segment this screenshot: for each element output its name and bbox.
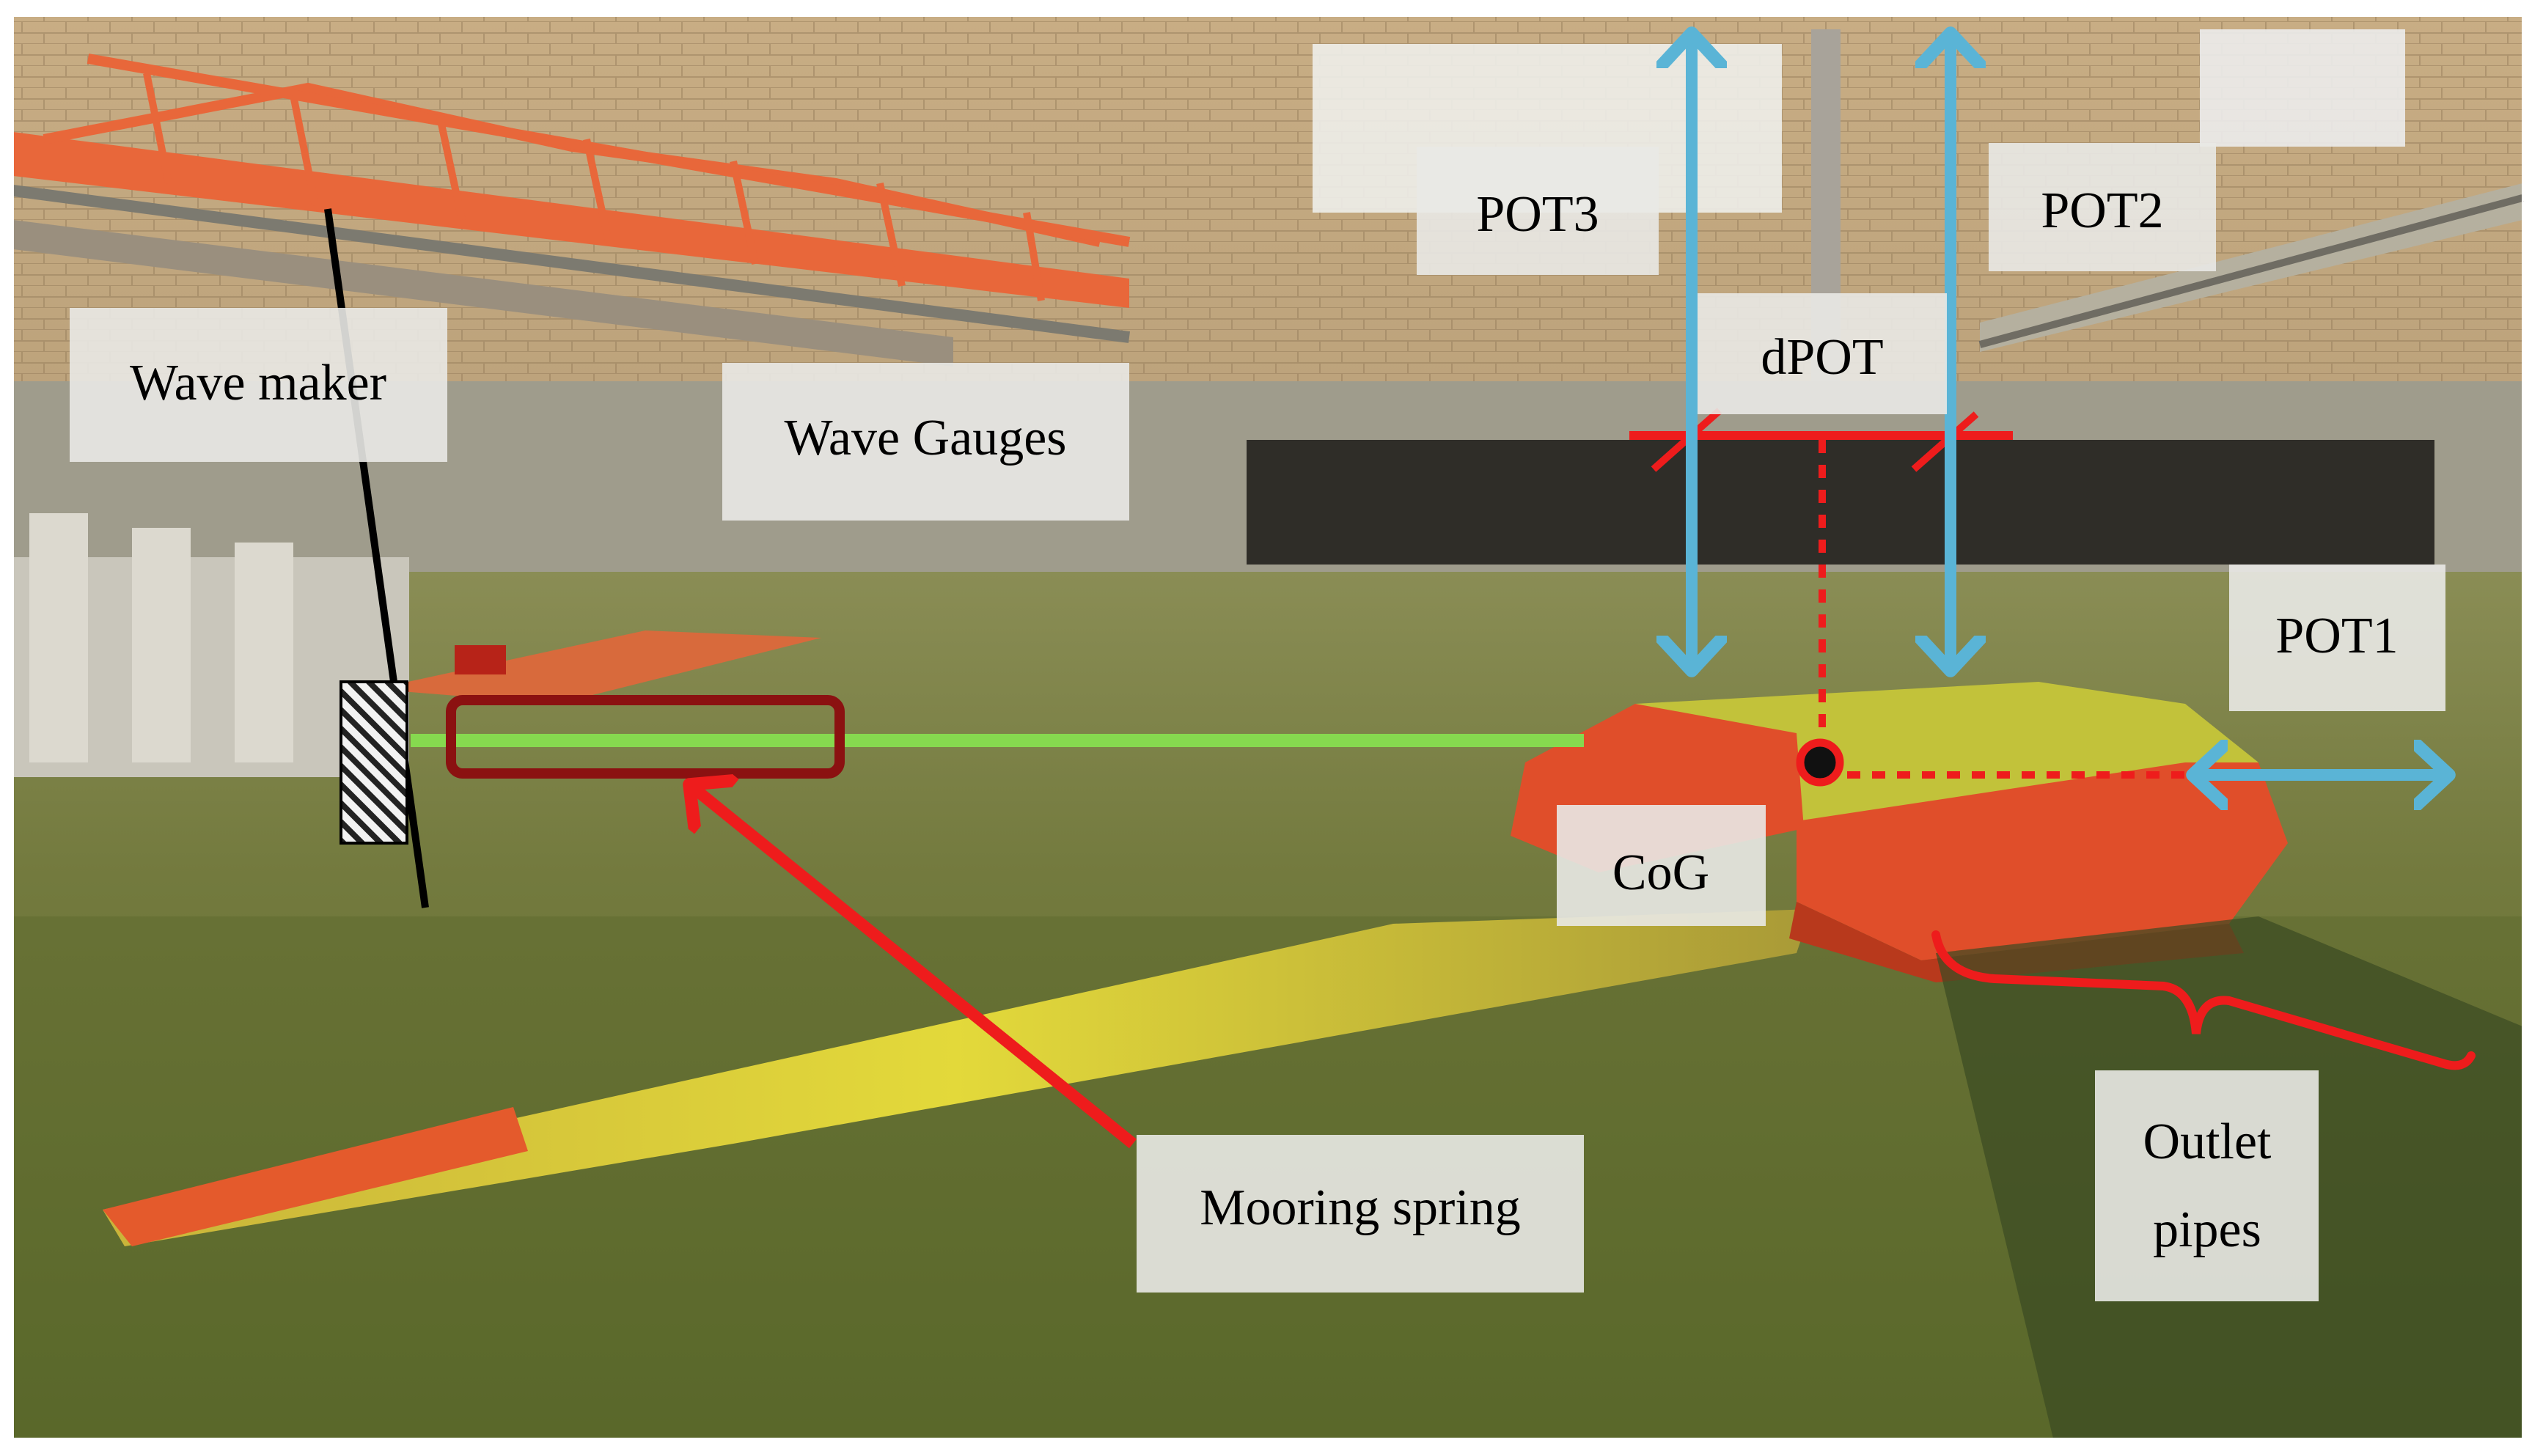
label-pot1: POT1 [2229,565,2445,711]
cog-text: CoG [1612,845,1709,901]
wave-paddle-hatch [340,680,408,845]
label-pot3: POT3 [1417,147,1659,275]
label-dpot: dPOT [1698,293,1947,414]
label-cog: CoG [1557,805,1766,926]
tank-opening [1247,440,2434,565]
mooring-spring-arrow [689,784,1137,1149]
outlet-pipes-brace [1931,930,2476,1070]
gauge-platform [374,630,821,704]
overhead-bridge [12,54,1131,367]
wave-gauges-text: Wave Gauges [784,410,1066,466]
mooring-spring-box [446,695,845,779]
label-outlet-pipes: Outlet pipes [2095,1070,2319,1301]
dpot-text: dPOT [1761,329,1883,386]
photo-frame [12,15,2523,1439]
label-wave-maker: Wave maker [70,308,447,462]
label-pot2: POT2 [1989,143,2216,271]
ramp [103,909,1811,1246]
wave-maker-text: Wave maker [130,355,386,411]
pot3-text: POT3 [1476,186,1599,243]
outlet-pipes-text-2: pipes [2153,1202,2261,1258]
pot1-text: POT1 [2275,608,2398,664]
ramp-tip [103,1107,528,1246]
gauge-box [455,645,506,674]
cog-marker [1796,738,1844,787]
measurement-arrows [1692,33,2449,775]
mooring-spring-text: Mooring spring [1200,1180,1521,1236]
wall-panel-2 [2200,29,2405,147]
wave-maker-symbol [324,208,429,908]
pot2-text: POT2 [2041,183,2163,239]
label-wave-gauges: Wave Gauges [722,363,1129,521]
label-mooring-spring: Mooring spring [1137,1135,1584,1293]
outlet-pipes-text-1: Outlet [2143,1114,2272,1170]
